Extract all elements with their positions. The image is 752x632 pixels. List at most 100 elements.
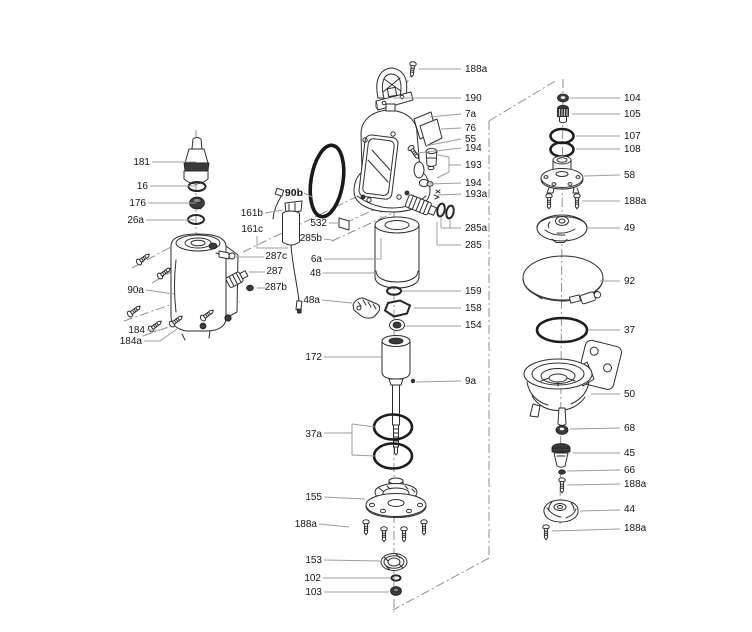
leader-line-44: [579, 509, 621, 512]
o-ring-159: [386, 286, 402, 296]
part-label-158: 158: [465, 303, 482, 314]
washer-66: [558, 469, 566, 475]
part-label-188a-r3: 188a: [624, 523, 647, 534]
part-label-193a: 193a: [465, 189, 488, 200]
part-label-287: 287: [266, 266, 283, 277]
part-label-287c: 287c: [265, 251, 287, 262]
part-label-105: 105: [624, 109, 641, 120]
part-label-104: 104: [624, 93, 641, 104]
o-ring-285a-1: [436, 202, 446, 218]
part-label-161b: 161b: [241, 208, 264, 219]
leader-line-9a: [415, 380, 462, 383]
part-label-159: 159: [465, 286, 482, 297]
valve-193: [425, 147, 438, 171]
part-label-193: 193: [465, 160, 482, 171]
part-label-6a: 6a: [311, 254, 323, 265]
stator-48: [374, 216, 420, 289]
leader-line-37a: [351, 423, 376, 428]
part-label-181: 181: [133, 157, 150, 168]
part-label-90b: 90b: [285, 187, 303, 199]
part-label-285: 285: [465, 240, 482, 251]
gasket-158: [383, 299, 412, 318]
part-label-92: 92: [624, 276, 636, 287]
screw-188a-r2: [573, 193, 581, 210]
screw-188a-top: [407, 60, 417, 78]
screw-188a-r4: [542, 524, 550, 541]
part-label-68: 68: [624, 423, 636, 434]
part-label-7a: 7a: [465, 109, 477, 120]
screw-188a-r1: [545, 193, 553, 210]
part-label-188a-t: 188a: [465, 64, 488, 75]
part-label-58: 58: [624, 170, 636, 181]
part-label-153: 153: [305, 555, 322, 566]
capacitor-161: [272, 187, 303, 314]
part-label-287b: 287b: [265, 282, 288, 293]
screw-188a-4: [420, 519, 428, 536]
part-label-48a: 48a: [303, 295, 320, 306]
pin-9a: [410, 378, 416, 384]
o-ring-107: [549, 127, 575, 145]
leader-line-161b: [264, 209, 284, 214]
tank-90a: [170, 233, 239, 341]
part-label-107: 107: [624, 131, 641, 142]
nut-103: [390, 586, 402, 596]
leader-line-66: [566, 469, 621, 472]
leader-line-155: [323, 496, 366, 500]
part-label-194-2: 194: [465, 178, 482, 189]
seal-cone-45: [551, 443, 571, 468]
panel-76: [419, 118, 443, 147]
leader-line-188a-r3: [551, 528, 621, 532]
part-label-184a: 184a: [120, 336, 143, 347]
leader-line-58: [583, 174, 621, 177]
impeller-49: [536, 214, 588, 243]
part-label-532: 532: [310, 218, 327, 229]
fitting-287c: [215, 250, 230, 260]
bearing-153: [380, 553, 408, 571]
part-label-102: 102: [304, 573, 321, 584]
part-label-172: 172: [305, 352, 322, 363]
leader-line-184a: [144, 328, 178, 342]
part-label-76: 76: [465, 123, 477, 134]
nut-287b: [246, 284, 254, 292]
float-sensor-181: [183, 137, 210, 185]
leader-line-6a: [324, 238, 382, 260]
part-label-154: 154: [465, 320, 482, 331]
part-label-108: 108: [624, 144, 641, 155]
screw-188a-3: [400, 526, 408, 543]
part-label-103: 103: [305, 587, 322, 598]
leader-line-76: [440, 127, 462, 130]
plug-287: [225, 270, 249, 288]
fitting-105: [557, 104, 569, 124]
leader-line-161c: [256, 236, 288, 249]
leader-line-90a: [145, 289, 175, 295]
rotor-shaft-172: [381, 335, 411, 456]
gasket-90b: [308, 143, 346, 219]
part-label-188a-r1: 188a: [624, 196, 647, 207]
part-label-9a: 9a: [465, 376, 477, 387]
part-label-188a-l: 188a: [295, 519, 318, 530]
leader-line-55: [424, 138, 462, 147]
leader-line-68: [569, 427, 621, 430]
leader-line-7a: [429, 113, 462, 118]
leader-line-90b: [303, 192, 313, 198]
part-label-44: 44: [624, 504, 636, 515]
nut-154: [389, 319, 405, 331]
impeller-44: [543, 499, 579, 523]
part-label-66: 66: [624, 465, 636, 476]
part-label-49: 49: [624, 223, 636, 234]
part-label-188a-r2: 188a: [624, 479, 647, 490]
screw-184: [146, 318, 164, 334]
seal-housing-155: [365, 477, 427, 518]
part-label-55: 55: [465, 134, 477, 145]
leader-line-48a: [321, 299, 353, 304]
plug-532: [338, 217, 350, 231]
leader-line-153: [323, 559, 381, 562]
part-label-155: 155: [305, 492, 322, 503]
part-label-37a: 37a: [305, 429, 322, 440]
fitting-194: [418, 178, 434, 188]
leader-line-188a-r2: [566, 483, 621, 486]
part-label-26a: 26a: [127, 215, 144, 226]
volute-50: [523, 339, 623, 426]
o-ring-37: [535, 316, 589, 344]
